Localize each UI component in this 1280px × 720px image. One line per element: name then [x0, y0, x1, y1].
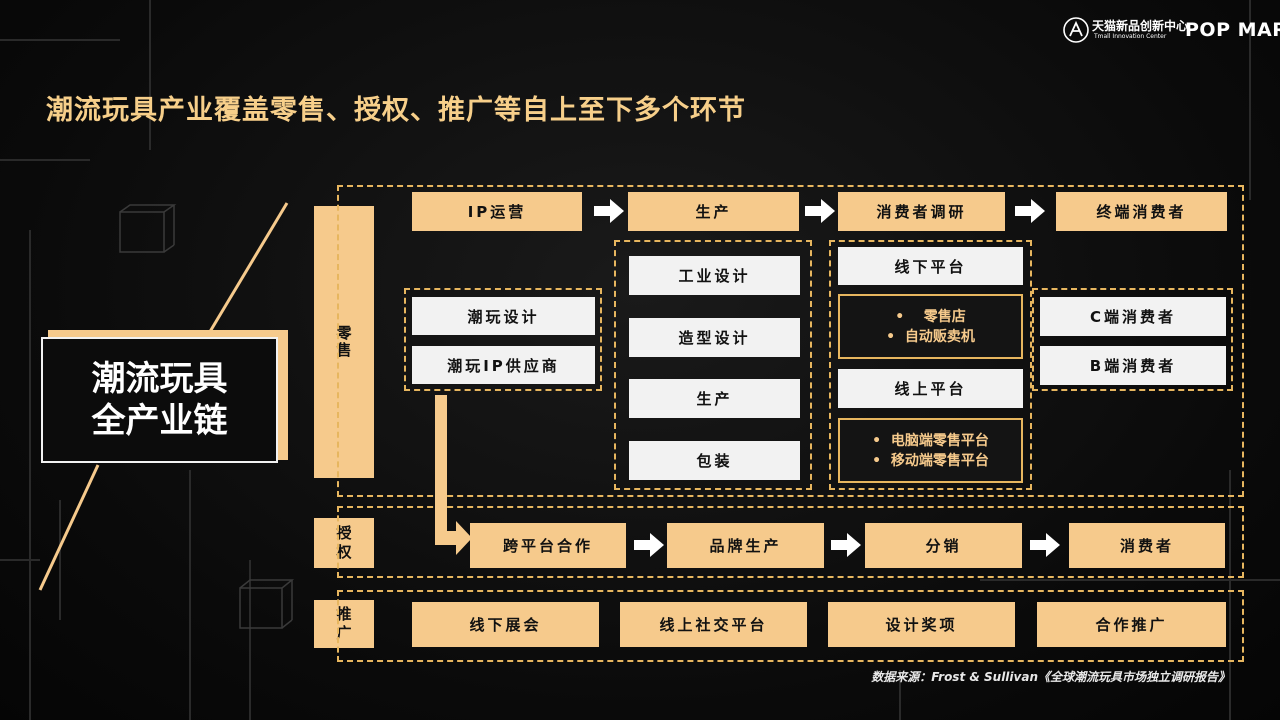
- category-license-char1: 授: [336, 524, 352, 542]
- social-platform-box: 线上社交平台: [620, 602, 807, 647]
- main-label-line2: 全产业链: [91, 401, 228, 441]
- license-consumer-box: 消费者: [1069, 523, 1225, 568]
- license-frame: [337, 506, 1244, 578]
- online-platform-box: 线上平台: [838, 369, 1023, 408]
- category-license-char2: 权: [336, 543, 352, 561]
- ip-supplier-box: 潮玩IP供应商: [412, 346, 595, 384]
- distribution-box: 分销: [865, 523, 1022, 568]
- arrow-right-icon: [1030, 533, 1060, 557]
- tmall-logo-icon: [1063, 17, 1089, 43]
- manufacturing-box: 生产: [629, 379, 800, 418]
- pop-mart-logo: POP MART: [1185, 19, 1280, 41]
- production-box: 生产: [628, 192, 799, 231]
- promotion-frame: [337, 590, 1244, 662]
- industry-chain-label: 潮流玩具 全产业链: [41, 337, 278, 463]
- online-items-box: • 电脑端零售平台 • 移动端零售平台: [838, 418, 1023, 483]
- production-group-frame: [614, 240, 812, 490]
- connector-arrow-icon: [435, 395, 472, 555]
- brand-production-box: 品牌生产: [667, 523, 824, 568]
- offline-item-vending-machine: • 自动贩卖机: [886, 328, 975, 345]
- industrial-design-box: 工业设计: [629, 256, 800, 295]
- online-item-pc: • 电脑端零售平台: [872, 432, 989, 449]
- arrow-right-icon: [634, 533, 664, 557]
- arrow-right-icon: [1015, 199, 1045, 223]
- category-license: 授 权: [314, 518, 374, 568]
- b-consumer-box: B端消费者: [1040, 346, 1226, 385]
- category-promotion: 推 广: [314, 600, 374, 648]
- offline-platform-box: 线下平台: [838, 247, 1023, 285]
- end-consumer-box: 终端消费者: [1056, 192, 1227, 231]
- ip-operation-box: IP运营: [412, 192, 582, 231]
- arrow-right-icon: [805, 199, 835, 223]
- cross-platform-box: 跨平台合作: [470, 523, 626, 568]
- data-source: 数据来源：Frost & Sullivan《全球潮流玩具市场独立调研报告》: [871, 670, 1230, 684]
- c-consumer-box: C端消费者: [1040, 297, 1226, 336]
- arrow-right-icon: [594, 199, 624, 223]
- category-retail: 零售: [314, 206, 374, 478]
- slide-title: 潮流玩具产业覆盖零售、授权、推广等自上至下多个环节: [46, 95, 746, 126]
- tmall-name-cn: 天猫新品创新中心: [1092, 19, 1189, 33]
- main-label-line1: 潮流玩具: [91, 359, 228, 399]
- packaging-box: 包装: [629, 441, 800, 480]
- offline-items-box: • 零售店 • 自动贩卖机: [838, 294, 1023, 359]
- design-group-frame: [404, 288, 602, 391]
- toy-design-box: 潮玩设计: [412, 297, 595, 335]
- arrow-right-icon: [831, 533, 861, 557]
- consumer-group-frame: [1032, 288, 1233, 391]
- shape-design-box: 造型设计: [629, 318, 800, 357]
- channel-group-frame: [829, 240, 1032, 490]
- offline-item-retail-store: • 零售店: [895, 308, 966, 325]
- tmall-name-en: Tmall Innovation Center: [1094, 33, 1167, 40]
- category-promotion-char2: 广: [336, 624, 352, 642]
- retail-frame: [337, 185, 1244, 497]
- co-promotion-box: 合作推广: [1037, 602, 1226, 647]
- category-retail-text: 零售: [334, 325, 353, 359]
- online-item-mobile: • 移动端零售平台: [872, 452, 989, 469]
- consumer-research-box: 消费者调研: [838, 192, 1005, 231]
- offline-expo-box: 线下展会: [412, 602, 599, 647]
- category-promotion-char1: 推: [336, 605, 352, 623]
- design-award-box: 设计奖项: [828, 602, 1015, 647]
